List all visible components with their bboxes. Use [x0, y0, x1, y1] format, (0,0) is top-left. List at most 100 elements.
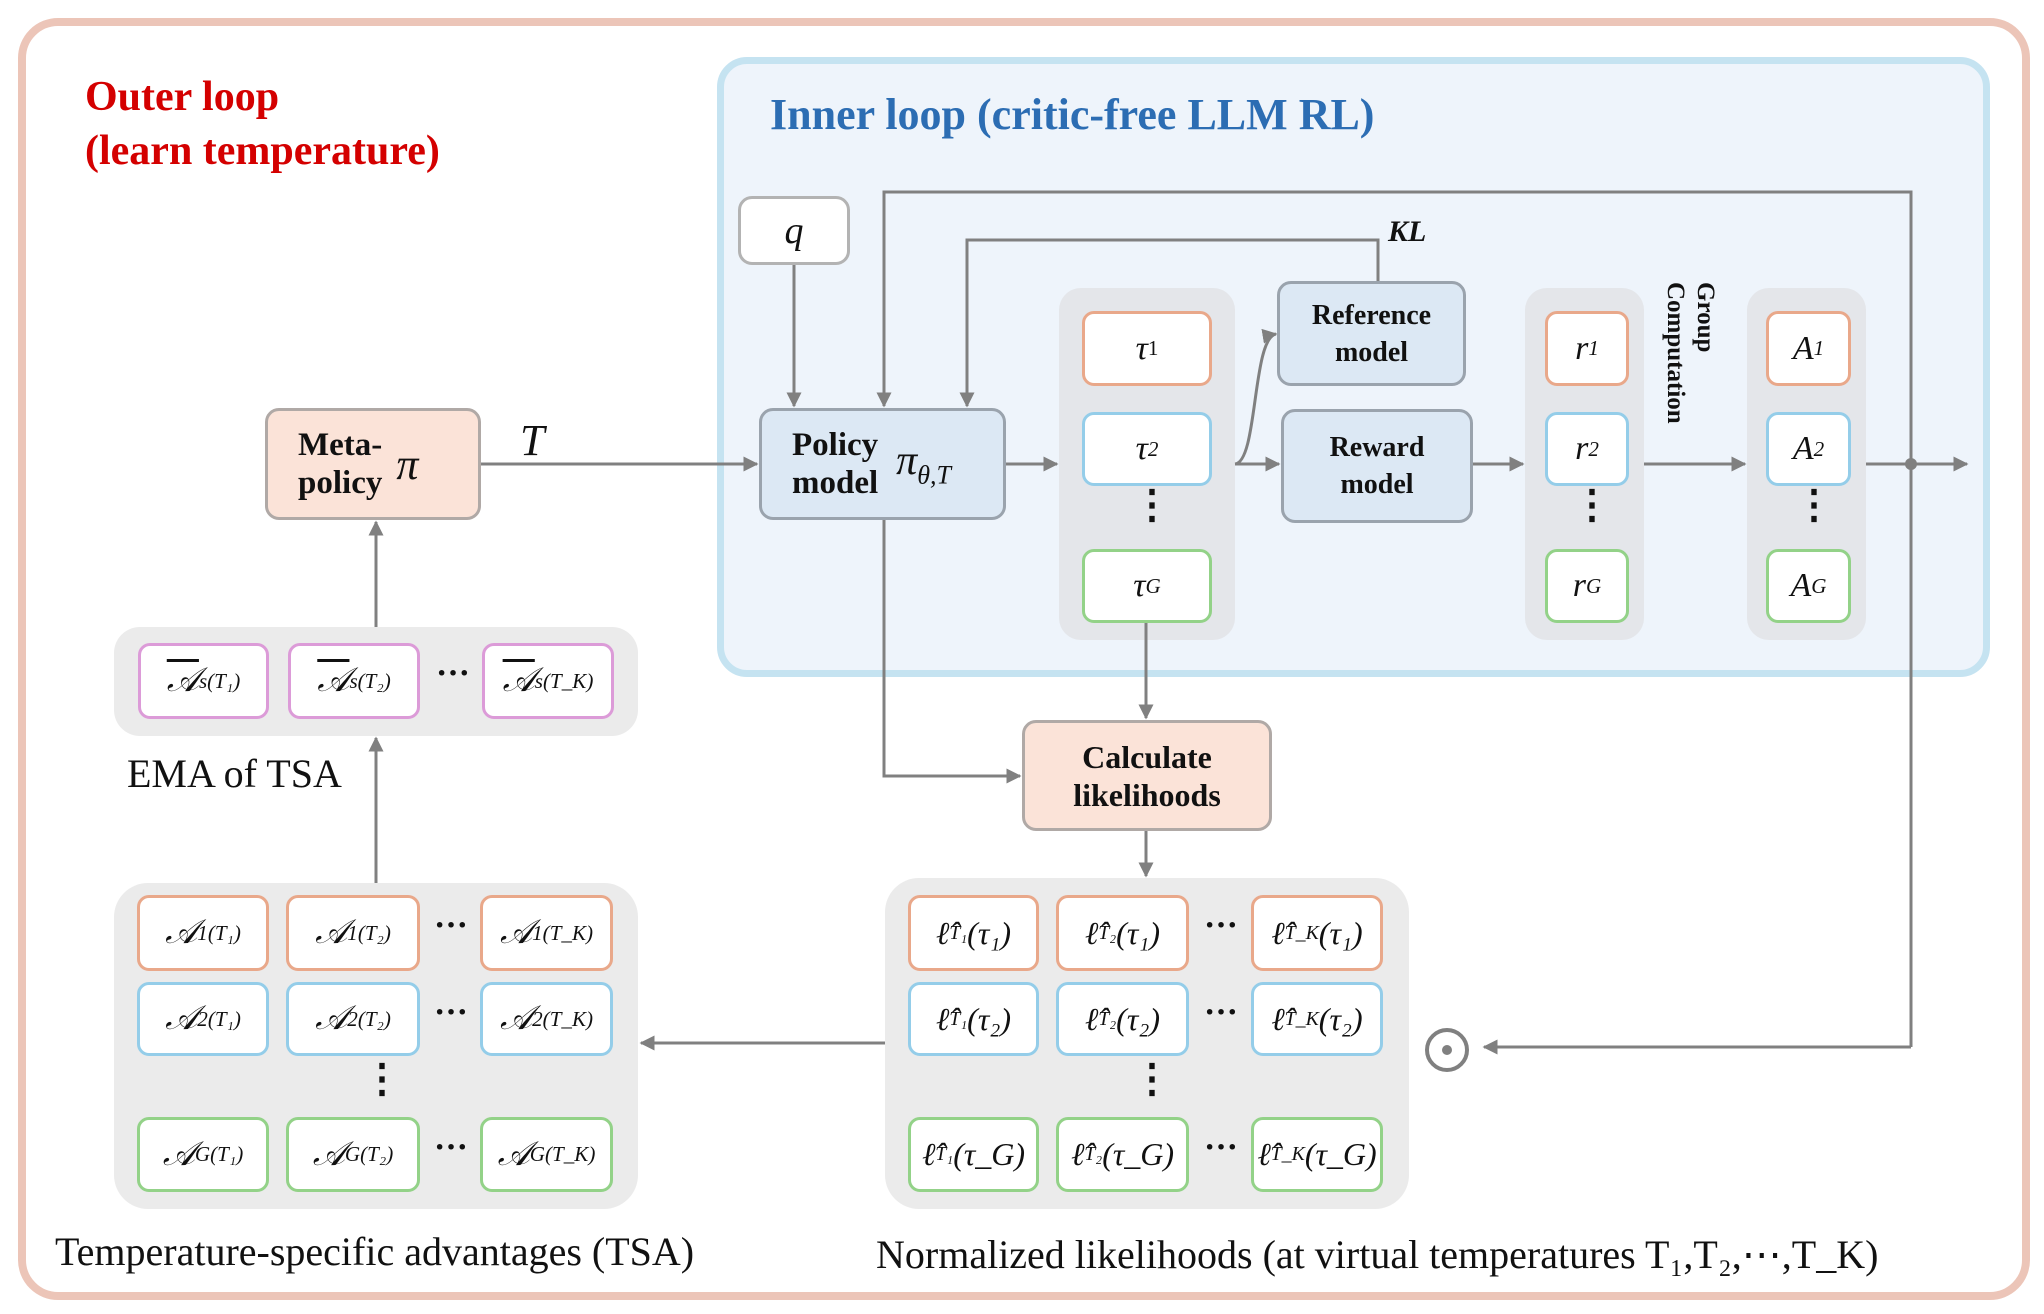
likelihood-temperature: T₂ [1084, 1143, 1103, 1165]
meta-policy-node: Meta- policy π [265, 408, 481, 520]
policy-model-node: Policy model πθ,T [759, 408, 1006, 520]
likelihood-temperature: T_K [1284, 921, 1319, 944]
policy-symbol-base: π [896, 438, 918, 485]
ema-subscript: s [534, 668, 543, 693]
tsa-subscript: 2 [532, 1006, 543, 1031]
likelihood-symbol: ℓ̂ [935, 914, 950, 951]
advantage-index: G [1811, 573, 1827, 598]
policy-model-line2: model [792, 465, 879, 501]
ema-superscript: (T_K) [543, 668, 594, 693]
reference-model-line1: Reference [1311, 299, 1432, 331]
likelihood-cell-1-t1: ℓ̂T₁(τ₁) [908, 895, 1039, 971]
query-symbol: q [784, 209, 804, 252]
reward-model-line1: Reward [1329, 432, 1425, 463]
policy-symbol-sub: θ,T [917, 460, 951, 490]
likelihood-argument: (τ₁) [1116, 914, 1161, 951]
tsa-superscript: (T₂) [360, 1142, 394, 1166]
tsa-horizontal-ellipsis: ··· [434, 907, 469, 944]
likelihood-symbol: ℓ̂ [921, 1136, 936, 1172]
reference-model-label: Reference model [1312, 297, 1431, 371]
trajectory-symbol: τ [1135, 329, 1148, 367]
likelihoods-caption: Normalized likelihoods (at virtual tempe… [876, 1232, 1879, 1277]
inner-loop-title: Inner loop (critic-free LLM RL) [770, 90, 1375, 139]
likelihood-symbol: ℓ̂ [1257, 1136, 1271, 1172]
meta-policy-line2: policy [298, 465, 383, 501]
advantage-feedback-loop [876, 190, 1913, 1047]
advantage-symbol: A [1792, 329, 1814, 367]
tsa-superscript: (T₁) [207, 920, 241, 945]
trajectories-to-reference-arrow [1234, 328, 1278, 466]
outer-loop-frame [18, 18, 2030, 1300]
group-computation-label: Group Computation [1660, 282, 1720, 424]
reward-symbol: r [1575, 430, 1589, 467]
likelihood-cell-1-tk: ℓ̂T_K(τ₁) [1251, 895, 1383, 971]
likelihood-argument: (τ₂) [967, 1000, 1012, 1037]
junction-dot [1905, 458, 1917, 470]
reward-vertical-ellipsis: ⋮ [1572, 482, 1612, 527]
outer-loop-title-line2: (learn temperature) [85, 128, 440, 174]
reward-index: G [1586, 573, 1602, 598]
likelihood-cell-2-tk: ℓ̂T_K(τ₂) [1251, 982, 1383, 1056]
meta-policy-line1: Meta- [298, 427, 383, 463]
likelihood-temperature: T₂ [1098, 921, 1117, 944]
calculate-likelihoods-line1: Calculate [1082, 738, 1212, 775]
advantage-index: 2 [1813, 436, 1825, 461]
likelihood-cell-g-t2: ℓ̂T₂(τ_G) [1056, 1117, 1189, 1192]
tsa-subscript: G [529, 1142, 546, 1166]
hadamard-product-icon-dot [1442, 1045, 1452, 1055]
tsa-superscript: (T_K) [542, 1006, 594, 1031]
calculate-likelihoods-label: Calculate likelihoods [1073, 738, 1221, 814]
policy-model-label: Policy model [792, 426, 878, 502]
trajectory-index: 1 [1147, 336, 1159, 360]
tsa-subscript: G [344, 1142, 361, 1166]
tsa-symbol: 𝒜 [499, 1000, 533, 1037]
group-computation-line2: Computation [1662, 282, 1689, 424]
tsa-symbol: 𝒜 [165, 914, 198, 951]
reward-index: 1 [1588, 336, 1599, 360]
ema-horizontal-ellipsis: ··· [436, 655, 471, 692]
likelihood-horizontal-ellipsis: ··· [1204, 994, 1239, 1031]
ema-symbol: 𝒜 [502, 662, 535, 699]
advantage-symbol: A [1792, 430, 1814, 467]
tsa-subscript: 2 [347, 1006, 358, 1031]
advantage-index: 1 [1813, 336, 1825, 360]
tsa-symbol: 𝒜 [165, 1000, 198, 1037]
tsa-subscript: 1 [347, 920, 358, 945]
tsa-symbol: 𝒜 [312, 1135, 345, 1173]
query-node: q [738, 196, 850, 265]
calculate-likelihoods-line2: likelihoods [1073, 776, 1221, 813]
ema-label: EMA of TSA [127, 751, 342, 796]
tsa-subscript: 1 [197, 920, 208, 945]
temperature-label: T [520, 416, 545, 465]
likelihood-argument: (τ₁) [1318, 914, 1363, 951]
likelihood-symbol: ℓ̂ [1084, 1000, 1099, 1037]
trajectory-symbol: τ [1135, 430, 1148, 467]
tsa-superscript: (T₁) [210, 1142, 244, 1166]
reward-model-label: Reward model [1330, 429, 1425, 503]
likelihood-cell-g-t1: ℓ̂T₁(τ_G) [908, 1117, 1039, 1192]
reward-symbol: r [1575, 329, 1589, 367]
tsa-symbol: 𝒜 [162, 1135, 195, 1173]
likelihood-cell-g-tk: ℓ̂T_K(τ_G) [1251, 1117, 1383, 1192]
advantage-vertical-ellipsis: ⋮ [1794, 482, 1834, 527]
reward-index: 2 [1588, 436, 1599, 461]
likelihood-temperature: T₂ [1098, 1007, 1117, 1030]
kl-label: KL [1388, 215, 1427, 248]
likelihood-horizontal-ellipsis: ··· [1204, 907, 1239, 944]
likelihood-temperature: T₁ [935, 1143, 954, 1165]
hadamard-product-icon [1425, 1028, 1469, 1072]
likelihood-vertical-ellipsis: ⋮ [1132, 1056, 1172, 1101]
trajectory-symbol: τ [1133, 567, 1146, 604]
tsa-horizontal-ellipsis: ··· [434, 1129, 469, 1166]
likelihood-horizontal-ellipsis: ··· [1204, 1129, 1239, 1166]
